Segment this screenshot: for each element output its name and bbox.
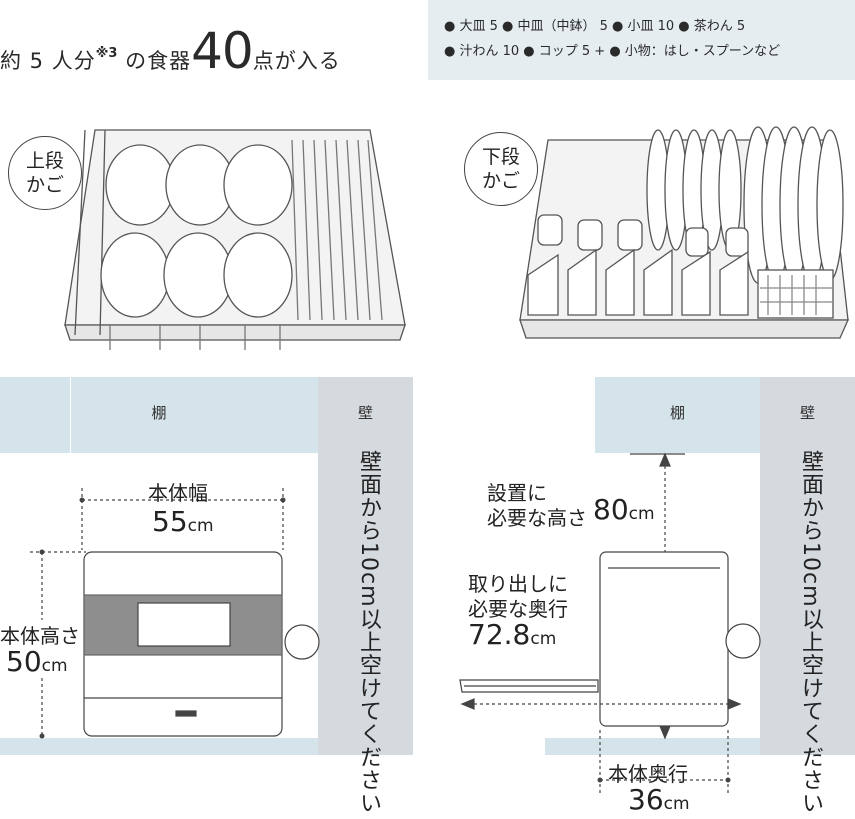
install-height-number: 80 (593, 493, 629, 526)
dish-list-box: ● 大皿 5 ● 中皿（中鉢） 5 ● 小皿 10 ● 茶わん 5 ● 汁わん … (428, 0, 855, 80)
install-label-1: 設置に (487, 481, 547, 505)
front-width-label: 本体幅 (148, 481, 208, 505)
install-height-unit: cm (628, 504, 655, 524)
headline-note-mark: ※3 (95, 46, 118, 61)
depth-number: 36 (628, 783, 664, 816)
install-height-value: 80cm (593, 493, 655, 526)
side-shelf (595, 377, 760, 453)
pull-label-2: 必要な奥行 (468, 597, 568, 621)
lower-basket-badge: 下段 かご (464, 132, 538, 206)
lower-basket-drawing (519, 126, 850, 339)
headline-suffix: 点が入る (252, 49, 341, 73)
headline-number: 40 (191, 22, 254, 80)
front-view-drawing (30, 488, 320, 739)
lower-basket-label-1: 下段 (481, 146, 520, 168)
upper-basket-label-2: かご (25, 174, 64, 196)
headline-middle: の食器 (117, 49, 192, 73)
headline-prefix: 約 5 人分 (0, 49, 96, 73)
depth-value: 36cm (628, 783, 690, 816)
front-floor (0, 738, 318, 755)
pull-depth-unit: cm (530, 629, 557, 649)
headline: 約 5 人分※3 の食器40点が入る (0, 22, 341, 82)
side-shelf-label: 棚 (669, 404, 685, 422)
upper-basket-badge: 上段 かご (8, 136, 82, 210)
front-height-label: 本体高さ (0, 620, 80, 649)
front-width-unit: cm (187, 516, 214, 536)
front-height-value: 50cm (6, 645, 68, 678)
front-height-number: 50 (6, 645, 42, 678)
side-view-drawing (459, 452, 761, 795)
front-width-value: 55cm (152, 505, 214, 538)
pull-label-1: 取り出しに (468, 572, 568, 596)
front-height-unit: cm (41, 656, 68, 676)
upper-basket-illustration: 上段 かご (0, 110, 420, 360)
front-wall-note: 壁面から10cm以上空けてください (356, 450, 381, 815)
depth-unit: cm (663, 794, 690, 814)
front-shelf (0, 377, 318, 453)
front-wall (318, 377, 413, 755)
pull-depth-value: 72.8cm (468, 618, 556, 651)
front-shelf-divider (70, 377, 71, 453)
dish-list-line-2: ● 汁わん 10 ● コップ 5 + ● 小物：はし・スプーンなど (444, 44, 781, 59)
install-label-2: 必要な高さ (487, 506, 587, 530)
pull-depth-number: 72.8 (468, 618, 531, 651)
upper-basket-drawing (64, 129, 406, 350)
side-floor (545, 738, 760, 755)
depth-label: 本体奥行 (608, 762, 688, 786)
side-wall (760, 377, 855, 755)
lower-basket-illustration: 下段 かご (428, 110, 855, 360)
side-wall-label: 壁 (799, 404, 815, 422)
front-shelf-label: 棚 (151, 404, 167, 422)
front-wall-label: 壁 (357, 404, 373, 422)
lower-basket-label-2: かご (481, 170, 520, 192)
front-width-number: 55 (152, 505, 188, 538)
upper-basket-label-1: 上段 (25, 150, 64, 172)
dish-list-line-1: ● 大皿 5 ● 中皿（中鉢） 5 ● 小皿 10 ● 茶わん 5 (444, 19, 746, 34)
